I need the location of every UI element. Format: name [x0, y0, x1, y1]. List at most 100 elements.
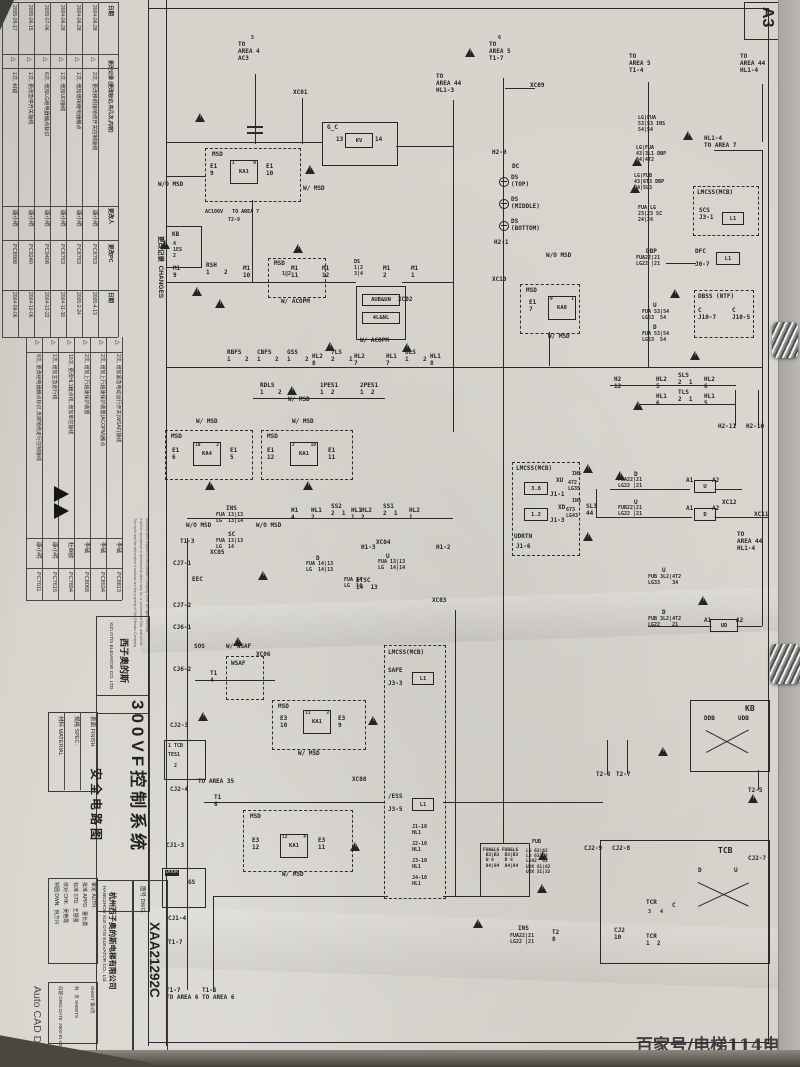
component-outline-box	[162, 868, 206, 908]
warning-triangle-icon: !	[748, 794, 758, 803]
wire	[166, 142, 322, 143]
schematic-label: W/O MSD	[186, 522, 212, 529]
schematic-label: W/ MSD	[292, 418, 314, 425]
component-box: UD	[710, 619, 738, 632]
schematic-label: FUB 3L2|4T2 LG22 21	[648, 616, 682, 628]
schematic-label: J4-10 HL1	[412, 875, 428, 887]
schematic-label: H2 12	[614, 376, 622, 390]
sheets-label: 共 页 SHEETS	[74, 986, 79, 1019]
dashed-group-box	[512, 462, 580, 556]
dashed-group-box	[261, 430, 353, 480]
schematic-label: FUA 53|54 LG53 54	[642, 331, 670, 343]
wire	[666, 263, 696, 264]
schematic-label: TO AREA 44 HL1-3	[436, 73, 462, 94]
schematic-label: D	[698, 867, 702, 874]
schematic-label: XC12	[722, 499, 737, 506]
schematic-label: FUA22|21 LG22 |21	[510, 933, 535, 945]
table-grid-line	[2, 290, 118, 291]
component-box: 1.2	[524, 508, 548, 521]
schematic-label: FUA 13|13 LG 14	[216, 538, 244, 550]
std-row: 标准 STD. 王慧强	[72, 882, 78, 923]
schematic-label: XC06	[256, 651, 271, 658]
component-box: L1	[722, 212, 744, 225]
schematic-label: T2-5	[748, 787, 763, 794]
schematic-label: DOOR	[165, 869, 180, 876]
schematic-label: C	[672, 902, 676, 909]
date-cell	[48, 982, 98, 1044]
schematic-label: T2 8	[552, 929, 560, 943]
schematic-label: W/ ACOPM	[281, 298, 310, 305]
table-grid-line	[74, 337, 75, 600]
schematic-label: W/ MSD	[288, 396, 310, 403]
component-box: D	[694, 508, 716, 521]
wire	[255, 134, 256, 144]
wire	[648, 82, 649, 256]
schematic-label: C J10-5	[732, 307, 751, 321]
warning-triangle-icon: !	[233, 637, 243, 646]
table-grid-line	[2, 2, 3, 337]
warning-triangle-icon: !	[690, 351, 700, 360]
wire	[187, 518, 453, 519]
wire	[648, 626, 712, 627]
schematic-label: H1-2	[436, 544, 451, 551]
schematic-label: XC09	[530, 82, 545, 89]
warning-triangle-icon: !	[632, 157, 642, 166]
component-box: 4L&NL	[362, 312, 400, 324]
schematic-label: SAFE	[388, 667, 403, 674]
schematic-label: MSD	[526, 287, 537, 294]
wire	[455, 610, 456, 896]
schematic-label: 1PES1 1 2	[320, 382, 339, 396]
schematic-label: M1 11	[291, 265, 299, 279]
schematic-label: SL3 44	[586, 503, 597, 517]
warning-triangle-icon: !	[350, 842, 360, 851]
schematic-label: CJ2-9	[584, 845, 603, 852]
schematic-label: LG|FUB 43|6T3 DBP 44|5L3	[634, 173, 665, 191]
wire	[148, 8, 768, 9]
schematic-label: J3-10 HL1	[412, 858, 428, 870]
schematic-label: MSD	[278, 703, 289, 710]
schematic-label: CJ6-2	[173, 666, 192, 673]
schematic-label: CBFS 1 2	[257, 349, 279, 363]
schematic-label: SC	[228, 531, 236, 538]
revision-pointer-icon	[54, 486, 69, 502]
schematic-label: A1	[686, 477, 694, 484]
wire	[302, 98, 303, 144]
signature-cell	[48, 878, 98, 964]
schematic-label: XC10	[492, 276, 507, 283]
warning-triangle-icon: !	[698, 596, 708, 605]
schematic-label: DBP	[646, 248, 657, 255]
schematic-label: TO AREA 5 T1-4	[629, 53, 651, 74]
warning-triangle-icon: !	[198, 712, 208, 721]
wire	[166, 176, 206, 177]
schematic-label: RDLS 1 2	[260, 382, 282, 396]
component-outline-box	[356, 286, 406, 340]
schematic-label: CJ2 10	[614, 927, 625, 941]
warning-triangle-icon: !	[368, 716, 378, 725]
schematic-label: SLS 2 1	[678, 372, 693, 386]
schematic-label: INS	[226, 505, 237, 512]
spec-label: 规格 SPEC.	[73, 716, 79, 746]
schematic-label: D	[653, 324, 657, 331]
schematic-label: XC04	[376, 539, 391, 546]
schematic-label: W/O MSD	[546, 252, 572, 259]
wire	[443, 896, 480, 897]
dwg-label: 图号 DWG.	[139, 886, 145, 914]
wire	[503, 78, 504, 252]
schematic-label: A2	[712, 505, 720, 512]
dashed-group-box	[268, 258, 326, 298]
schematic-label: TLS 2 1	[678, 389, 693, 403]
schematic-label: HL1 2	[311, 507, 322, 521]
schematic-label: CJ1-3	[166, 842, 185, 849]
schematic-label: E3 12	[252, 837, 260, 851]
schematic-label: DS (TOP)	[511, 174, 530, 188]
schematic-label: W/ WSAF	[226, 643, 252, 650]
schematic-label: DBSS (NTF)	[698, 293, 735, 300]
schematic-label: J1-10 HL1	[412, 824, 428, 836]
dwg-number: XAA21292C	[147, 922, 162, 998]
warning-triangle-icon: !	[215, 299, 225, 308]
wire	[607, 740, 608, 774]
schematic-label: T1-6 TO AREA 6	[202, 987, 235, 1001]
